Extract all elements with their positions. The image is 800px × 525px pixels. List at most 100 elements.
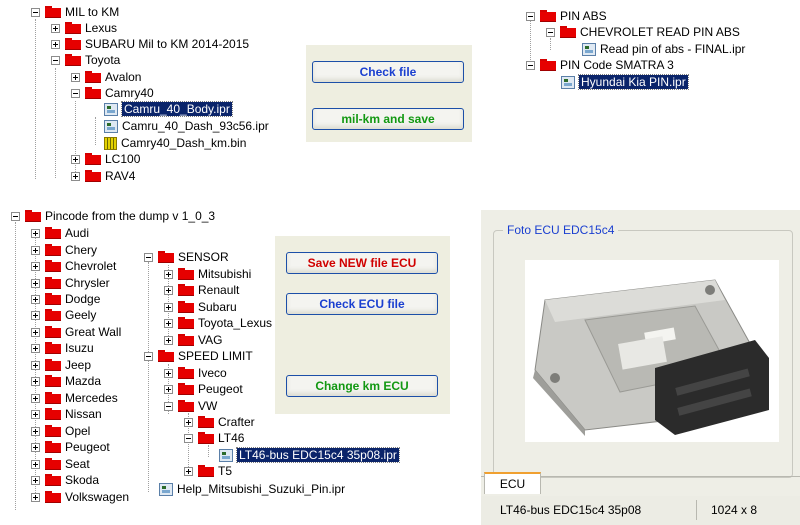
save-new-ecu-button[interactable]: Save NEW file ECU: [286, 252, 438, 274]
expand-icon[interactable]: [71, 171, 80, 181]
expand-icon[interactable]: [31, 393, 40, 403]
collapse-icon[interactable]: [164, 401, 173, 411]
expand-icon[interactable]: [31, 343, 40, 353]
tree-node-brand[interactable]: Audi: [31, 225, 89, 241]
tree-node-mil-to-km[interactable]: MIL to KM: [31, 4, 119, 20]
check-ecu-file-button[interactable]: Check ECU file: [286, 293, 438, 315]
expand-icon[interactable]: [31, 492, 40, 502]
tree-node-brand[interactable]: Chrysler: [31, 275, 110, 291]
collapse-icon[interactable]: [51, 55, 60, 65]
expand-icon[interactable]: [164, 384, 173, 394]
tree-file-hyundai-kia[interactable]: Hyundai Kia PIN.ipr: [561, 74, 689, 90]
tree-node-vag[interactable]: VAG: [164, 332, 222, 348]
tree-file-camru-body[interactable]: Camru_40_Body.ipr: [104, 101, 233, 117]
folder-icon: [178, 284, 194, 296]
expand-icon[interactable]: [31, 294, 40, 304]
tree-node-crafter[interactable]: Crafter: [184, 414, 255, 430]
tree-node-brand[interactable]: Geely: [31, 307, 96, 323]
collapse-icon[interactable]: [144, 252, 153, 262]
expand-icon[interactable]: [31, 475, 40, 485]
expand-icon[interactable]: [164, 269, 173, 279]
tree-node-speed-limit[interactable]: SPEED LIMIT: [144, 348, 253, 364]
tree-node-mitsubishi[interactable]: Mitsubishi: [164, 266, 251, 282]
collapse-icon[interactable]: [11, 211, 20, 221]
expand-icon[interactable]: [164, 285, 173, 295]
expand-icon[interactable]: [31, 442, 40, 452]
tree-node-brand[interactable]: Great Wall: [31, 324, 121, 340]
milkm-save-button[interactable]: mil-km and save: [312, 108, 464, 130]
expand-icon[interactable]: [164, 335, 173, 345]
tree-node-brand[interactable]: Peugeot: [31, 439, 110, 455]
expand-icon[interactable]: [164, 318, 173, 328]
expand-icon[interactable]: [31, 228, 40, 238]
tree-file-help-mitsubishi[interactable]: Help_Mitsubishi_Suzuki_Pin.ipr: [159, 481, 345, 497]
expand-icon[interactable]: [184, 466, 193, 476]
tree-file-read-pin-abs[interactable]: Read pin of abs - FINAL.ipr: [582, 41, 745, 57]
tree-node-brand[interactable]: Chery: [31, 242, 97, 258]
tree-node-peugeot-speed[interactable]: Peugeot: [164, 381, 243, 397]
expand-icon[interactable]: [31, 261, 40, 271]
expand-icon[interactable]: [184, 417, 193, 427]
tree-node-lt46[interactable]: LT46: [184, 430, 244, 446]
tree-node-brand[interactable]: Dodge: [31, 291, 100, 307]
tree-node-subaru-sensor[interactable]: Subaru: [164, 299, 237, 315]
tree-node-brand[interactable]: Opel: [31, 423, 90, 439]
tree-node-vw[interactable]: VW: [164, 398, 217, 414]
tree-node-subaru[interactable]: SUBARU Mil to KM 2014-2015: [51, 36, 249, 52]
expand-icon[interactable]: [31, 426, 40, 436]
tree-node-sensor[interactable]: SENSOR: [144, 249, 229, 265]
photo-groupbox-title: Foto ECU EDC15c4: [503, 223, 619, 237]
tree-node-avalon[interactable]: Avalon: [71, 69, 141, 85]
tree-node-brand[interactable]: Mercedes: [31, 390, 118, 406]
collapse-icon[interactable]: [144, 351, 153, 361]
collapse-icon[interactable]: [546, 27, 555, 37]
expand-icon[interactable]: [71, 154, 80, 164]
tree-node-pin-abs[interactable]: PIN ABS: [526, 8, 607, 24]
tree-node-renault[interactable]: Renault: [164, 282, 239, 298]
tree-node-toyota-lexus[interactable]: Toyota_Lexus: [164, 315, 272, 331]
expand-icon[interactable]: [31, 245, 40, 255]
tree-node-chevrolet-read[interactable]: CHEVROLET READ PIN ABS: [546, 24, 740, 40]
tree-node-iveco[interactable]: Iveco: [164, 365, 227, 381]
tree-node-lexus[interactable]: Lexus: [51, 20, 117, 36]
expand-icon[interactable]: [71, 72, 80, 82]
tree-node-brand[interactable]: Seat: [31, 456, 90, 472]
expand-icon[interactable]: [31, 360, 40, 370]
tree-node-label: Skoda: [65, 473, 100, 487]
expand-icon[interactable]: [31, 409, 40, 419]
expand-icon[interactable]: [31, 327, 40, 337]
tree-node-brand[interactable]: Nissan: [31, 406, 102, 422]
tab-ecu[interactable]: ECU: [484, 472, 541, 494]
expand-icon[interactable]: [164, 368, 173, 378]
tree-file-lt46-bus[interactable]: LT46-bus EDC15c4 35p08.ipr: [219, 447, 400, 463]
tree-node-camry40[interactable]: Camry40: [71, 85, 154, 101]
expand-icon[interactable]: [31, 310, 40, 320]
tree-node-brand[interactable]: Volkswagen: [31, 489, 129, 505]
collapse-icon[interactable]: [184, 433, 193, 443]
tree-node-smatra[interactable]: PIN Code SMATRA 3: [526, 57, 674, 73]
tree-node-brand[interactable]: Chevrolet: [31, 258, 116, 274]
tree-file-camru-dash[interactable]: Camru_40_Dash_93c56.ipr: [104, 118, 269, 134]
change-km-ecu-button[interactable]: Change km ECU: [286, 375, 438, 397]
tree-node-brand[interactable]: Skoda: [31, 472, 99, 488]
tree-node-brand[interactable]: Isuzu: [31, 340, 94, 356]
collapse-icon[interactable]: [526, 11, 535, 21]
tree-node-toyota[interactable]: Toyota: [51, 52, 120, 68]
tree-node-pincode-root[interactable]: Pincode from the dump v 1_0_3: [11, 208, 215, 224]
expand-icon[interactable]: [31, 459, 40, 469]
collapse-icon[interactable]: [526, 60, 535, 70]
tree-node-brand[interactable]: Jeep: [31, 357, 91, 373]
tree-node-t5[interactable]: T5: [184, 463, 232, 479]
tree-node-lc100[interactable]: LC100: [71, 151, 140, 167]
expand-icon[interactable]: [31, 376, 40, 386]
check-file-button[interactable]: Check file: [312, 61, 464, 83]
expand-icon[interactable]: [31, 278, 40, 288]
collapse-icon[interactable]: [31, 7, 40, 17]
expand-icon[interactable]: [164, 302, 173, 312]
expand-icon[interactable]: [51, 39, 60, 49]
expand-icon[interactable]: [51, 23, 60, 33]
tree-node-rav4[interactable]: RAV4: [71, 168, 135, 184]
tree-file-camry-bin[interactable]: Camry40_Dash_km.bin: [104, 135, 246, 151]
collapse-icon[interactable]: [71, 88, 80, 98]
tree-node-brand[interactable]: Mazda: [31, 373, 101, 389]
